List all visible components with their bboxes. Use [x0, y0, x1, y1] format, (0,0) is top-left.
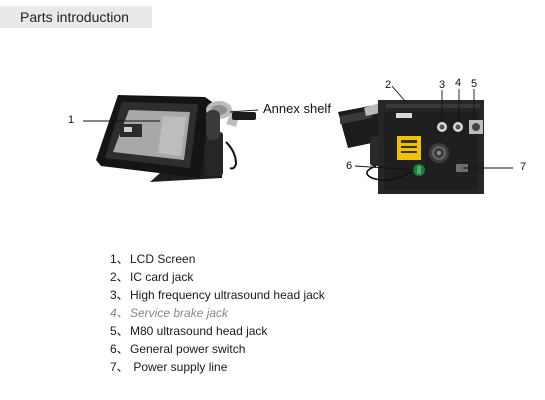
- section-title: Parts introduction: [20, 9, 129, 25]
- annex-shelf: [232, 112, 256, 120]
- callout-7: 7: [520, 161, 527, 173]
- callout-5: 5: [471, 78, 478, 90]
- legend-item: 5、M80 ultrasound head jack: [110, 324, 268, 338]
- front-device: [96, 95, 256, 182]
- legend-item: 1、LCD Screen: [110, 252, 196, 266]
- legend-item: 4、Service brake jack: [110, 306, 229, 320]
- parts-legend: 1、LCD Screen 2、IC card jack 3、High frequ…: [110, 250, 325, 376]
- annex-shelf-label: Annex shelf: [263, 101, 331, 116]
- leader-lines: [83, 85, 513, 171]
- section-header-bar: [0, 6, 152, 28]
- callout-6: 6: [346, 160, 353, 172]
- legend-item: 3、High frequency ultrasound head jack: [110, 288, 325, 302]
- legend-item: 7、 Power supply line: [110, 360, 228, 374]
- rear-device: [338, 100, 484, 194]
- callout-2: 2: [385, 79, 392, 91]
- callout-4: 4: [455, 77, 462, 89]
- legend-item: 2、IC card jack: [110, 270, 194, 284]
- legend-item: 6、General power switch: [110, 342, 246, 356]
- callout-1: 1: [68, 114, 75, 126]
- callout-3: 3: [439, 79, 446, 91]
